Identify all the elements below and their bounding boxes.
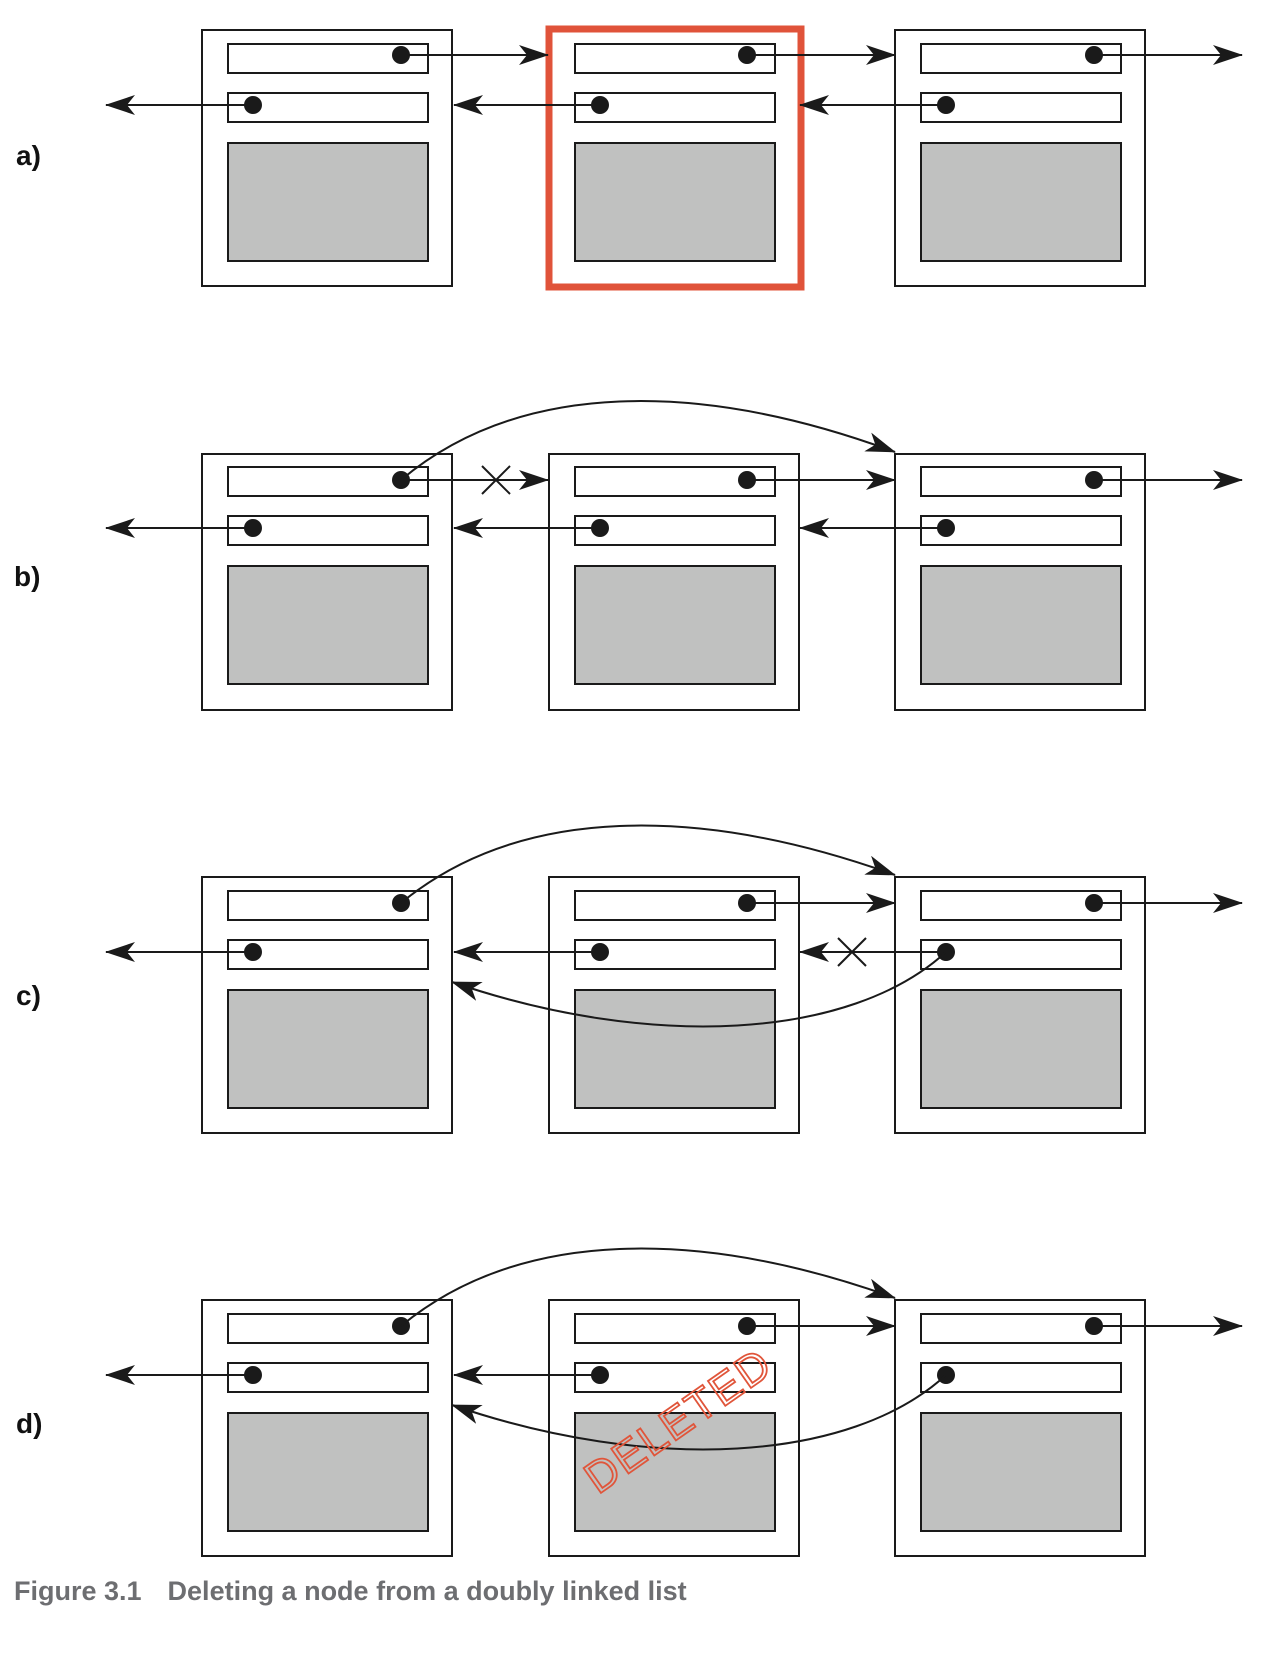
linked-list-diagram: a) — [14, 25, 1243, 1557]
panel-label-d: d) — [16, 1408, 42, 1439]
panel-label-b: b) — [14, 561, 40, 592]
arrows-a — [105, 45, 1243, 115]
cut-mark-b — [481, 465, 511, 495]
arrows-d — [105, 1247, 1243, 1451]
node-c-3 — [894, 876, 1146, 1134]
panel-a: a) — [16, 25, 1243, 291]
panel-label-a: a) — [16, 140, 41, 171]
highlighted-node-frame — [545, 25, 805, 291]
node-b-1 — [201, 453, 453, 711]
node-d-3 — [894, 1299, 1146, 1557]
node-a-3 — [894, 29, 1146, 287]
node-a-2 — [574, 43, 776, 262]
panel-b: b) — [14, 400, 1243, 711]
node-c-2 — [548, 876, 800, 1134]
node-b-3 — [894, 453, 1146, 711]
pointer-dots-c — [244, 894, 1103, 961]
node-a-1 — [201, 29, 453, 287]
figure-title: Deleting a node from a doubly linked lis… — [167, 1576, 687, 1606]
cut-mark-c — [837, 937, 867, 967]
figure-number: Figure 3.1 — [14, 1576, 142, 1606]
arrows-c — [105, 824, 1243, 1028]
pointer-dots-a — [244, 46, 1103, 114]
arrows-b — [105, 400, 1243, 538]
panel-d: d) — [16, 1247, 1243, 1557]
panel-c: c) — [16, 824, 1243, 1134]
node-c-1 — [201, 876, 453, 1134]
node-b-2 — [548, 453, 800, 711]
pointer-dots-b — [244, 471, 1103, 537]
panel-label-c: c) — [16, 980, 41, 1011]
figure-caption: Figure 3.1 Deleting a node from a doubly … — [14, 1576, 687, 1607]
pointer-dots-d — [244, 1317, 1103, 1384]
node-d-2 — [548, 1299, 800, 1557]
node-d-1 — [201, 1299, 453, 1557]
